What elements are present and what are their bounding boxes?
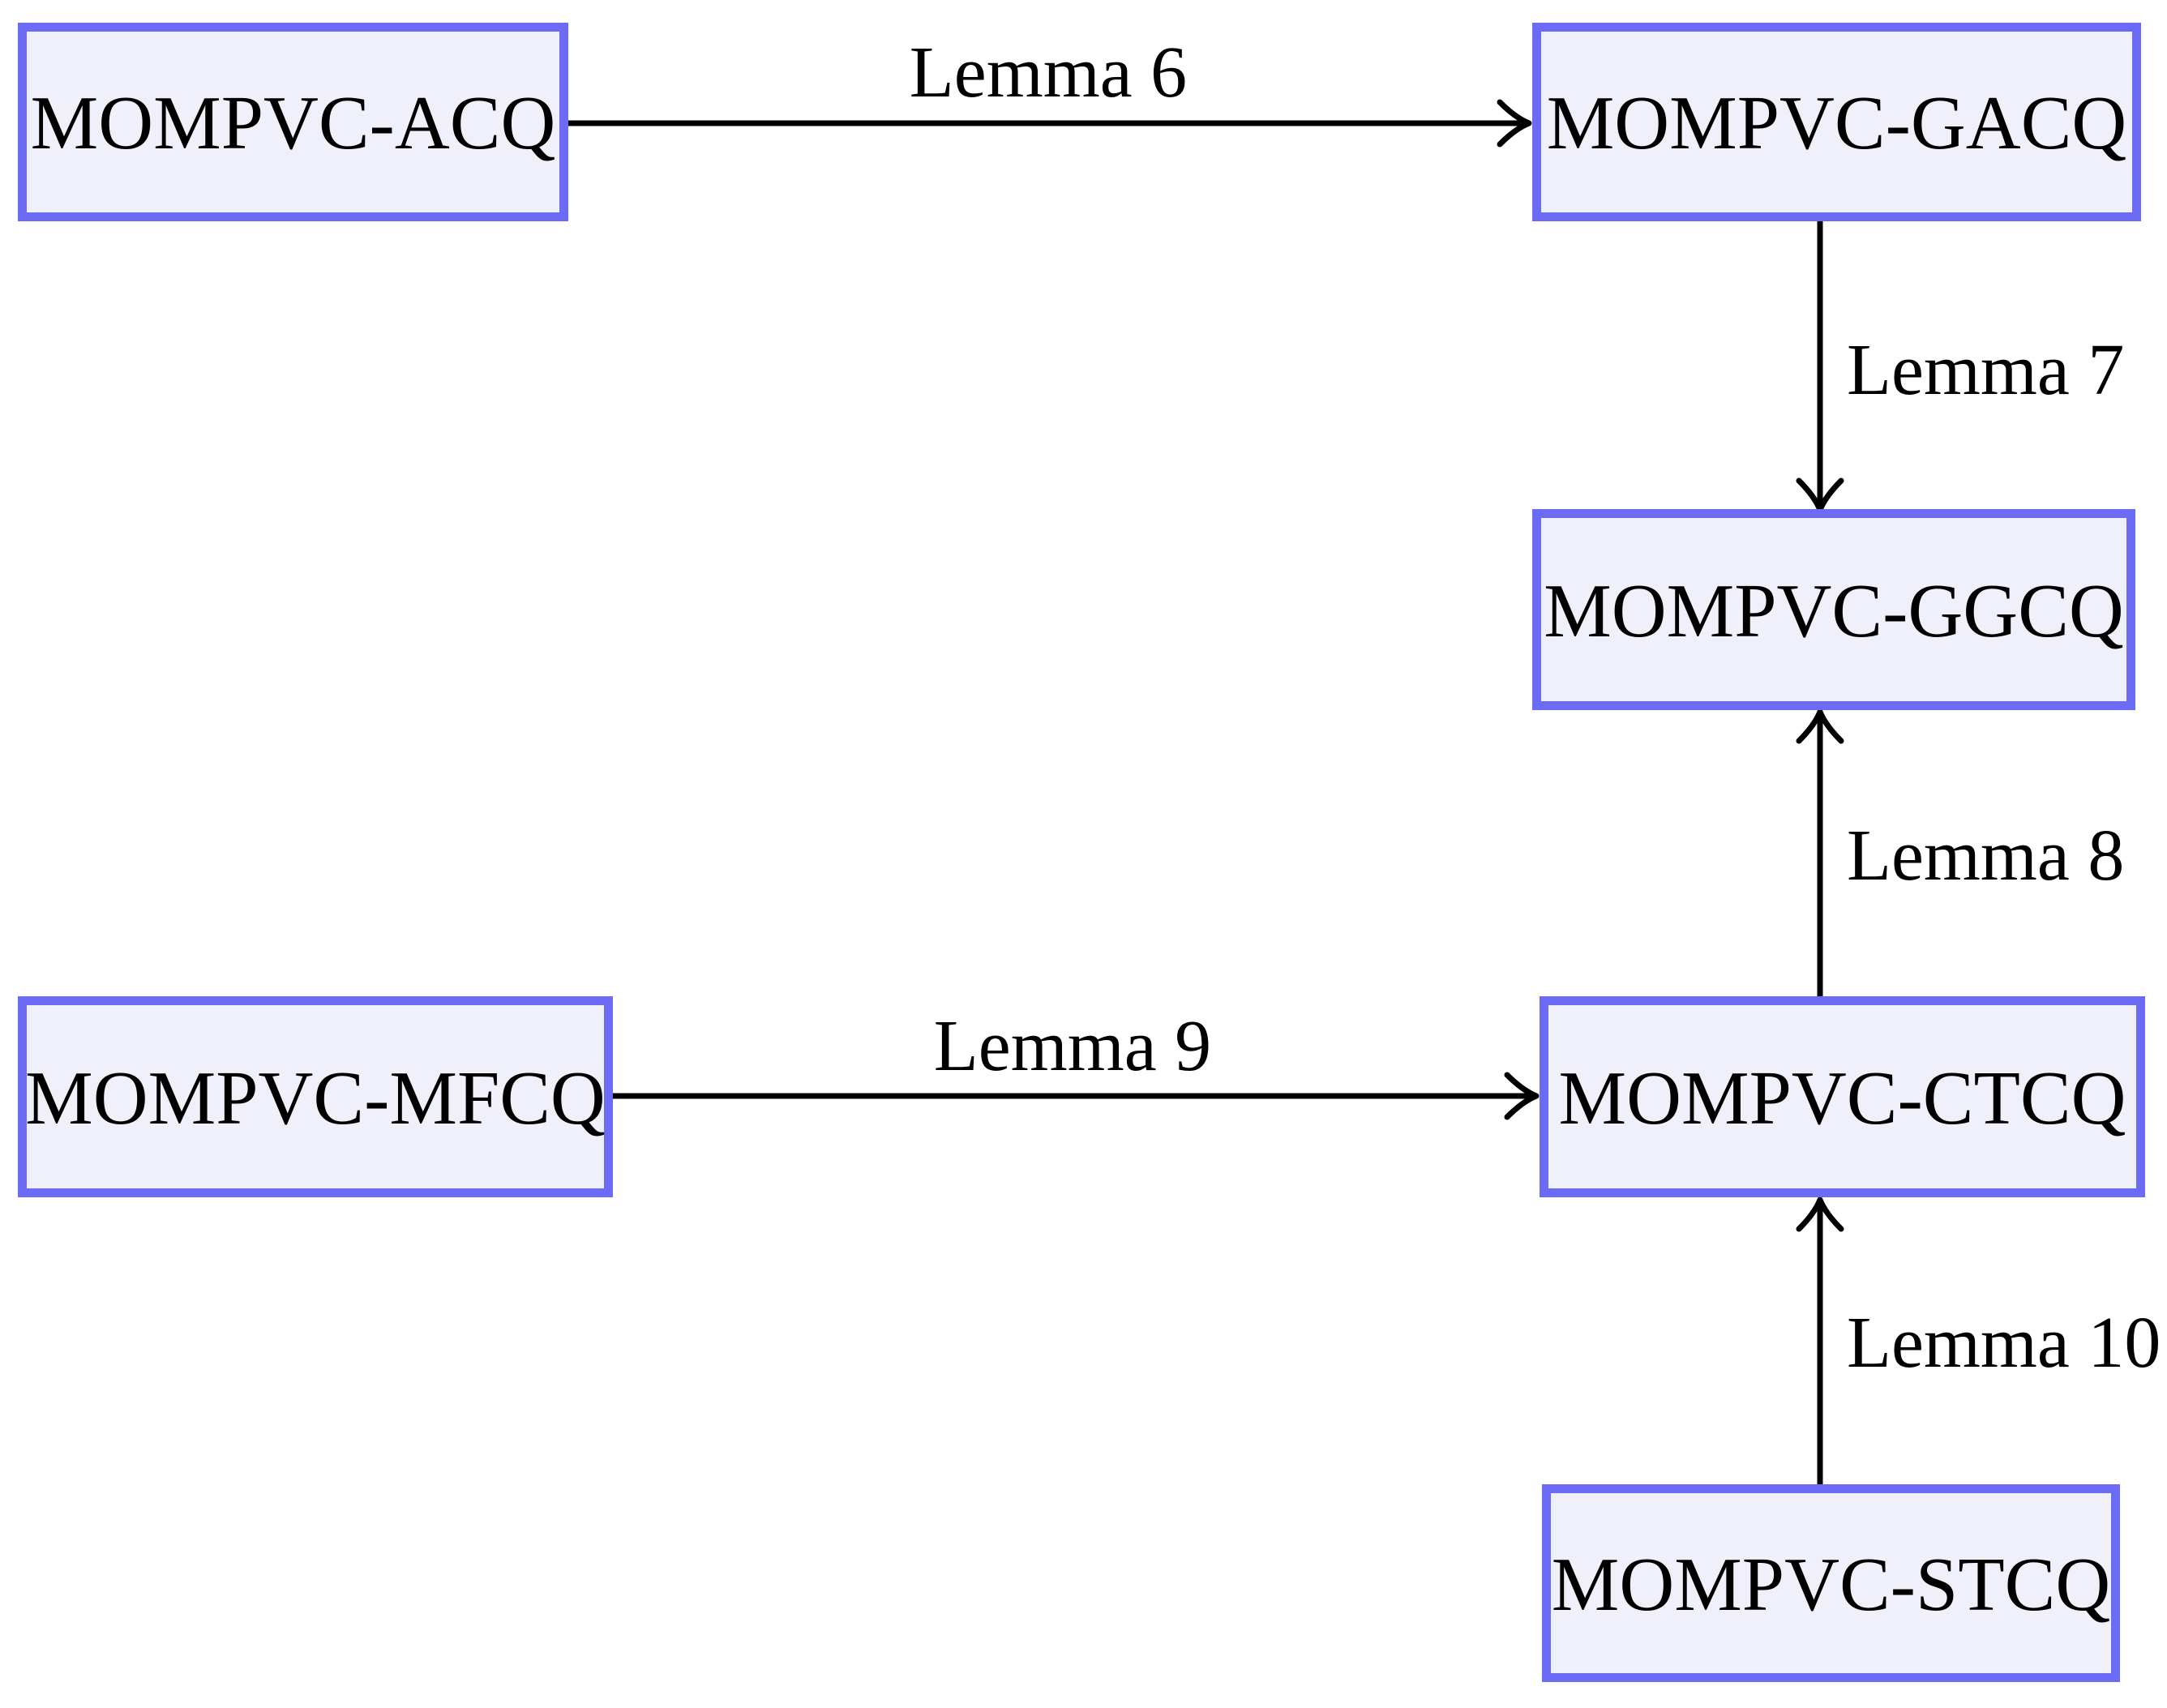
node-mompvc-acq: MOMPVC-ACQ bbox=[18, 23, 568, 221]
edge-lemma9: Lemma 9 bbox=[613, 1006, 1540, 1120]
node-mompvc-ctcq-label: MOMPVC-CTCQ bbox=[1559, 1056, 2126, 1141]
node-mompvc-stcq: MOMPVC-STCQ bbox=[1542, 1484, 2120, 1682]
node-mompvc-mfcq-box bbox=[18, 996, 613, 1197]
node-mompvc-stcq-box bbox=[1542, 1484, 2120, 1682]
node-mompvc-gacq: MOMPVC-GACQ bbox=[1532, 23, 2141, 221]
edge-lemma9-arrowhead bbox=[1504, 1072, 1540, 1120]
node-mompvc-acq-box bbox=[18, 23, 568, 221]
edge-lemma10-label: Lemma 10 bbox=[1847, 1303, 2161, 1383]
node-mompvc-ggcq: MOMPVC-GGCQ bbox=[1532, 509, 2135, 710]
node-mompvc-mfcq-label: MOMPVC-MFCQ bbox=[25, 1056, 606, 1141]
edge-lemma6: Lemma 6 bbox=[568, 32, 1532, 148]
node-mompvc-acq-label: MOMPVC-ACQ bbox=[31, 81, 556, 165]
node-mompvc-ctcq: MOMPVC-CTCQ bbox=[1540, 996, 2145, 1197]
edge-lemma7-label: Lemma 7 bbox=[1847, 330, 2124, 410]
node-mompvc-stcq-label: MOMPVC-STCQ bbox=[1552, 1543, 2111, 1627]
edge-lemma9-label: Lemma 9 bbox=[934, 1006, 1211, 1086]
edge-lemma6-label: Lemma 6 bbox=[910, 32, 1187, 113]
node-mompvc-ggcq-label: MOMPVC-GGCQ bbox=[1544, 569, 2124, 653]
edge-lemma10-arrowhead bbox=[1796, 1196, 1844, 1232]
edge-lemma7: Lemma 7 bbox=[1796, 221, 2124, 513]
node-mompvc-gacq-label: MOMPVC-GACQ bbox=[1547, 81, 2127, 165]
edge-lemma10: Lemma 10 bbox=[1796, 1196, 2161, 1484]
edge-lemma6-arrowhead bbox=[1497, 99, 1532, 148]
node-mompvc-ctcq-box bbox=[1540, 996, 2145, 1197]
edge-lemma8: Lemma 8 bbox=[1796, 708, 2124, 996]
node-mompvc-gacq-box bbox=[1532, 23, 2141, 221]
node-mompvc-mfcq: MOMPVC-MFCQ bbox=[18, 996, 613, 1197]
edge-lemma8-arrowhead bbox=[1796, 708, 1844, 744]
edge-lemma8-label: Lemma 8 bbox=[1847, 815, 2124, 896]
node-mompvc-ggcq-box bbox=[1532, 509, 2135, 710]
